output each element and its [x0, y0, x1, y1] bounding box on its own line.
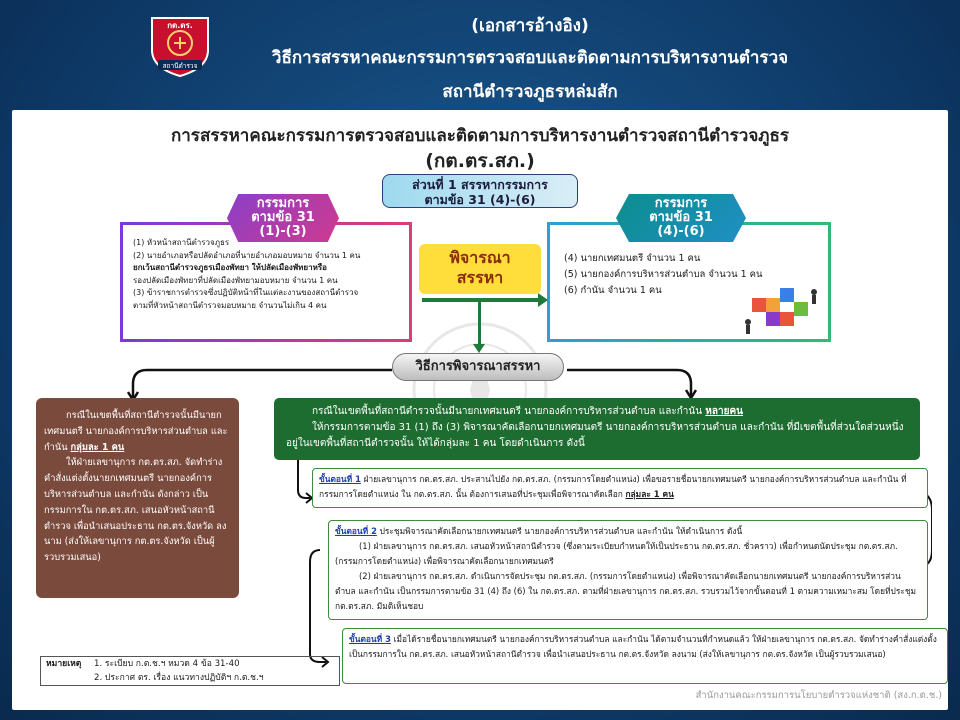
right-item-1: (4) นายกเทศมนตรี จำนวน 1 คน — [564, 253, 701, 264]
step-2-item-2: (2) ฝ่ายเลขานุการ กต.ตร.สภ. ดำเนินการจัด… — [335, 571, 917, 611]
step-2-label: ขั้นตอนที่ 2 — [335, 526, 377, 536]
remarks-frame — [40, 656, 340, 686]
step-2-text: ประชุมพิจารณาคัดเลือกนายกเทศมนตรี นายกอง… — [379, 526, 743, 536]
step-2-box: ขั้นตอนที่ 2 ประชุมพิจารณาคัดเลือกนายกเท… — [328, 520, 928, 620]
brown-emphasis: กลุ่มละ 1 คน — [70, 441, 125, 453]
logo-bottom-text: สถานีตำรวจ — [163, 62, 198, 70]
step-2-item-1: (1) ฝ่ายเลขานุการ กต.ตร.สภ. เสนอหัวหน้าส… — [335, 541, 898, 566]
left-item-1: (1) หัวหน้าสถานีตำรวจภูธร — [133, 238, 230, 247]
infographic-card: การสรรหาคณะกรรมการตรวจสอบและติดตามการบริ… — [12, 110, 948, 710]
left-item-5: (3) ข้าราชการตำรวจซึ่งปฏิบัติหน้าที่ในแต… — [133, 288, 359, 297]
left-item-2: (2) นายอำเภอหรือปลัดอำเภอที่นายอำเภอมอบห… — [133, 250, 361, 260]
main-title: การสรรหาคณะกรรมการตรวจสอบและติดตามการบริ… — [170, 126, 790, 146]
left-hex-line-2: ตามข้อ 31 — [251, 210, 315, 225]
header-line-2: วิธีการสรรหาคณะกรรมการตรวจสอบและติดตามกา… — [271, 48, 789, 68]
left-item-6: ตามที่หัวหน้าสถานีตำรวจมอบหมาย จำนวนไม่เ… — [133, 300, 327, 310]
multiple-candidates-case: กรณีในเขตพื้นที่สถานีตำรวจนั้นมีนายกเทศม… — [274, 398, 920, 460]
step-1-emphasis: กลุ่มละ 1 คน — [625, 489, 674, 499]
green-text-1: กรณีในเขตพื้นที่สถานีตำรวจนั้นมีนายกเทศม… — [312, 406, 703, 417]
right-hex-line-1: กรรมการ — [654, 196, 708, 211]
brown-text-1: กรณีในเขตพื้นที่สถานีตำรวจนั้นมีนายกเทศม… — [44, 410, 228, 453]
source-credit: สำนักงานคณะกรรมการนโยบายตำรวจแห่งชาติ (ส… — [695, 690, 942, 701]
right-hex-line-2: ตามข้อ 31 — [649, 210, 713, 225]
left-hex-line-1: กรรมการ — [256, 196, 310, 211]
left-item-4: รองปลัดเมืองพัทยาที่ปลัดเมืองพัทยามอบหมา… — [133, 275, 338, 285]
method-label: วิธีการพิจารณาสรรหา — [392, 353, 564, 381]
header-line-3: สถานีตำรวจภูธรหล่มสัก — [442, 82, 618, 102]
remarks-item-2: 2. ประกาศ ตร. เรื่อง แนวทางปฏิบัติฯ ก.ต.… — [94, 673, 264, 683]
header-line-1: (เอกสารอ้างอิง) — [471, 16, 589, 36]
header: กต.ตร. สถานีตำรวจ (เอกสารอ้างอิง) วิธีกา… — [0, 0, 960, 108]
green-emphasis: หลายคน — [705, 406, 744, 417]
step-1-label: ขั้นตอนที่ 1 — [319, 474, 361, 484]
arrow-right-connector — [422, 298, 542, 302]
consider-line-2: สรรหา — [456, 268, 504, 287]
right-item-2: (5) นายกองค์การบริหารส่วนตำบล จำนวน 1 คน — [564, 269, 763, 280]
part-label: ส่วนที่ 1 สรรหากรรมการ ตามข้อ 31 (4)-(6) — [382, 174, 578, 208]
arrow-down-head — [473, 344, 485, 353]
left-hex-line-3: (1)-(3) — [259, 224, 307, 239]
police-committee-logo: กต.ตร. สถานีตำรวจ — [151, 17, 209, 78]
remarks-label: หมายเหตุ — [46, 659, 82, 669]
remarks: หมายเหตุ 1. ระเบียบ ก.ต.ช.ฯ หมวด 4 ข้อ 3… — [40, 656, 350, 698]
committee-1-3-hexagon: กรรมการ ตามข้อ 31 (1)-(3) — [227, 194, 339, 242]
consider-line-1: พิจารณา — [449, 248, 511, 267]
step-3-label: ขั้นตอนที่ 3 — [349, 634, 391, 644]
arrow-down-connector — [478, 300, 481, 348]
committee-1-3-box: (1) หัวหน้าสถานีตำรวจภูธร (2) นายอำเภอหร… — [120, 222, 412, 342]
logo-top-text: กต.ตร. — [167, 21, 193, 30]
right-hex-line-3: (4)-(6) — [657, 224, 705, 239]
step-1-box: ขั้นตอนที่ 1 ฝ่ายเลขานุการ กต.ตร.สภ. ประ… — [312, 468, 928, 508]
part-line-1: ส่วนที่ 1 สรรหากรรมการ — [412, 177, 548, 192]
part-line-2: ตามข้อ 31 (4)-(6) — [424, 192, 536, 207]
left-item-3: ยกเว้นสถานีตำรวจภูธรเมืองพัทยา ให้ปลัดเม… — [133, 263, 327, 272]
right-item-3: (6) กำนัน จำนวน 1 คน — [564, 285, 662, 296]
step-3-text: เมื่อได้รายชื่อนายกเทศมนตรี นายกองค์การบ… — [349, 634, 937, 659]
consider-recruit-box: พิจารณา สรรหา — [419, 244, 541, 294]
remarks-item-1: 1. ระเบียบ ก.ต.ช.ฯ หมวด 4 ข้อ 31-40 — [94, 659, 240, 669]
arrow-right-head — [538, 293, 548, 307]
step-1-text: ฝ่ายเลขานุการ กต.ตร.สภ. ประสานไปยัง กต.ต… — [319, 474, 907, 499]
step-3-box: ขั้นตอนที่ 3 เมื่อได้รายชื่อนายกเทศมนตรี… — [342, 628, 948, 684]
brown-text-2: ให้ฝ่ายเลขานุการ กต.ตร.สภ. จัดทำร่างคำสั… — [44, 457, 227, 564]
main-title-abbr: (กต.ตร.สภ.) — [425, 150, 535, 172]
green-text-2: ให้กรรมการตามข้อ 31 (1) ถึง (3) พิจารณาค… — [286, 422, 904, 449]
single-candidate-case: กรณีในเขตพื้นที่สถานีตำรวจนั้นมีนายกเทศม… — [36, 398, 239, 598]
committee-4-6-hexagon: กรรมการ ตามข้อ 31 (4)-(6) — [616, 194, 746, 242]
puzzle-team-illustration — [745, 288, 817, 334]
